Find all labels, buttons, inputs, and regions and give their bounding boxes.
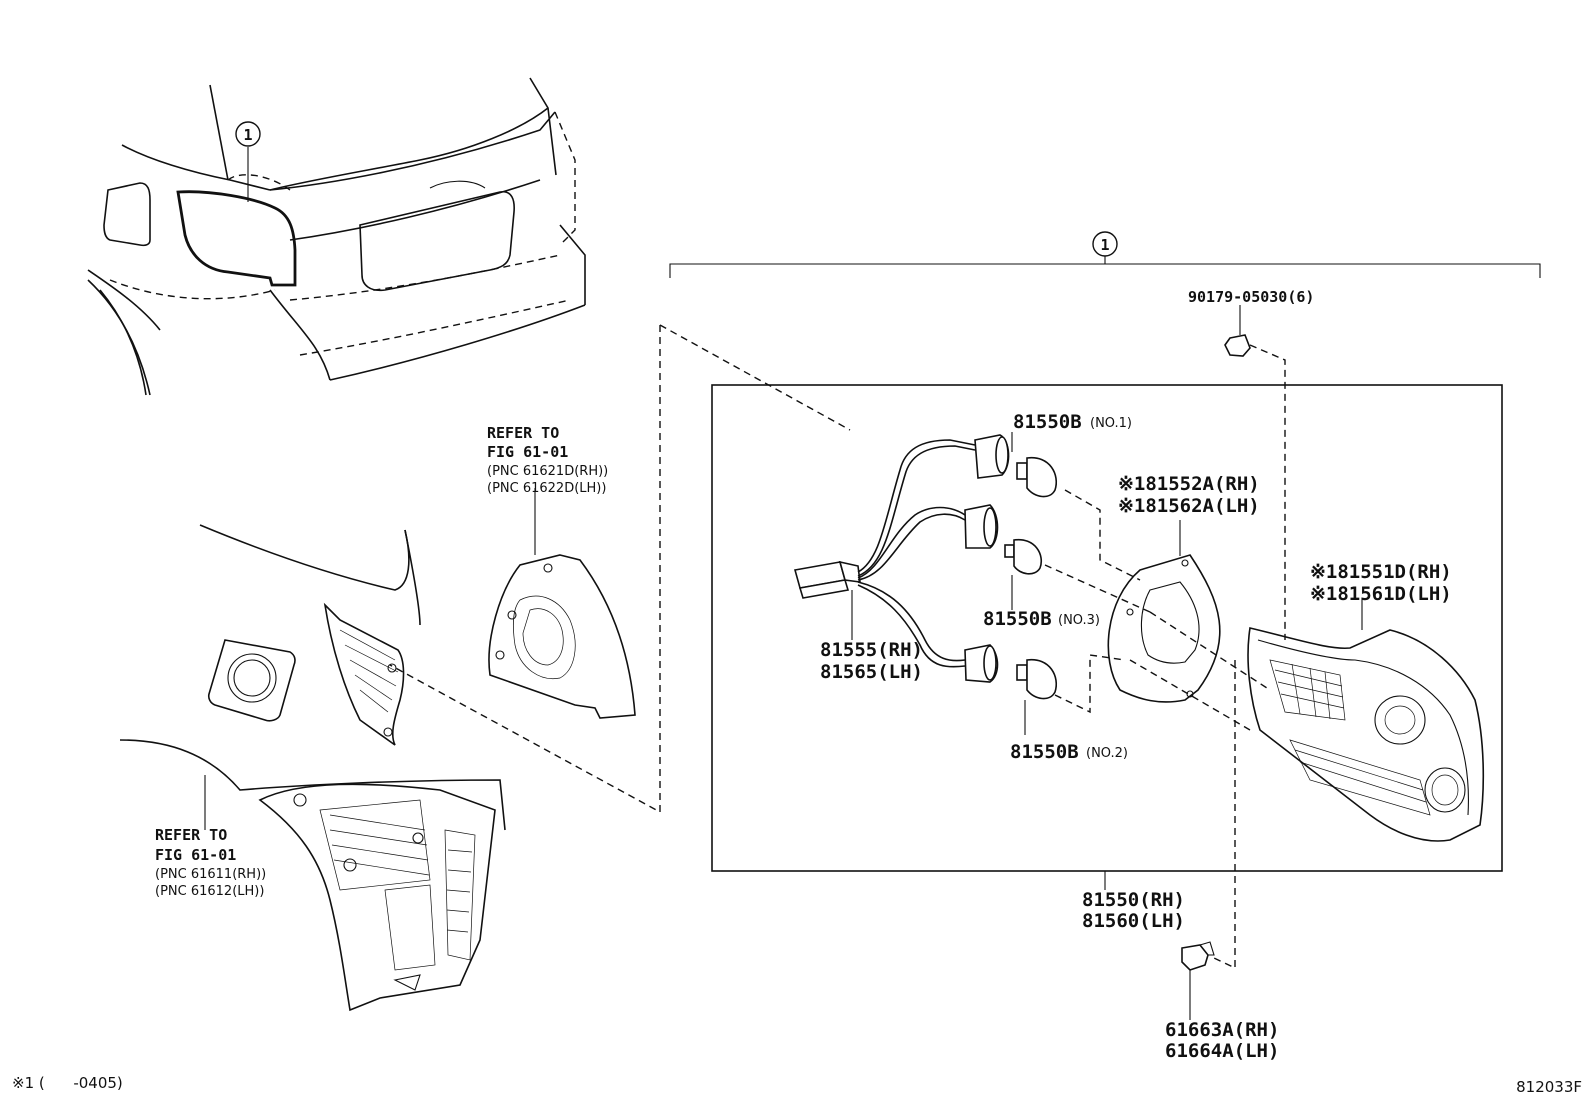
inner-panel-reference [488, 554, 636, 719]
socket-rh-part-number: 81555(RH) [820, 639, 923, 661]
assembly-bracket: 1 [669, 231, 1541, 278]
bulb-no1-part-number: 81550B [1013, 411, 1082, 433]
upper-ref-line1: REFER TO [487, 424, 559, 442]
socket-lh-part-number: 81565(LH) [820, 661, 923, 683]
vehicle-rear-view: 1 [87, 77, 586, 396]
bulb-no2-part-number: 81550B [1010, 741, 1079, 763]
upper-ref-line2: FIG 61-01 [487, 443, 568, 461]
gasket-rh-part-number: ※181552A(RH) [1118, 473, 1260, 495]
vehicle-callout-circle [235, 121, 261, 147]
clip-rh-part-number: 61663A(RH) [1165, 1019, 1279, 1041]
vehicle-callout-number: 1 [243, 126, 252, 144]
socket-wire-harness [793, 434, 1010, 683]
assembly-callout-circle [1092, 231, 1118, 257]
bulb-no3-position: (NO.3) [1058, 613, 1100, 628]
bolt-90179 [1224, 305, 1251, 357]
bulb-no1-shape [1016, 457, 1057, 498]
lens-lh-part-number: ※181561D(LH) [1310, 583, 1452, 605]
lower-ref-line4: (PNC 61612(LH)) [155, 884, 264, 899]
bulb-no3-shape [1004, 539, 1042, 575]
lamp-lh-part-number: 81560(LH) [1082, 910, 1185, 932]
clip-lh-part-number: 61664A(LH) [1165, 1040, 1279, 1062]
clip-61663 [1181, 941, 1215, 1020]
figure-id: 812033F [1516, 1078, 1582, 1096]
reference-labels: REFER TO FIG 61-01 (PNC 61621D(RH)) (PNC… [155, 424, 608, 899]
part-labels: 90179-05030(6) 81550B (NO.1) ※181552A(RH… [820, 288, 1452, 1062]
gasket [1107, 520, 1221, 703]
lower-ref-line1: REFER TO [155, 826, 227, 844]
lens-rh-part-number: ※181551D(RH) [1310, 561, 1452, 583]
footnote: ※1 ( -0405) [12, 1074, 123, 1092]
quarter-panel-view [119, 524, 506, 1012]
lamp-lens [1247, 598, 1485, 842]
bulb-no2-position: (NO.2) [1086, 746, 1128, 761]
bulb-no2-shape [1016, 659, 1057, 700]
gasket-lh-part-number: ※181562A(LH) [1118, 495, 1260, 517]
lower-ref-line2: FIG 61-01 [155, 846, 236, 864]
upper-ref-line3: (PNC 61621D(RH)) [487, 464, 608, 479]
lamp-rh-part-number: 81550(RH) [1082, 889, 1185, 911]
lower-ref-line3: (PNC 61611(RH)) [155, 867, 266, 882]
bulb-no1-position: (NO.1) [1090, 416, 1132, 431]
assembly-frame [711, 384, 1503, 872]
guide-lines [204, 324, 1286, 970]
bolt-part-number: 90179-05030(6) [1188, 288, 1314, 306]
bulbs [1004, 432, 1057, 735]
bulb-no3-part-number: 81550B [983, 608, 1052, 630]
footer: ※1 ( -0405) 812033F [12, 1074, 1582, 1096]
assembly-callout-number: 1 [1100, 236, 1109, 254]
upper-ref-line4: (PNC 61622D(LH)) [487, 481, 606, 496]
